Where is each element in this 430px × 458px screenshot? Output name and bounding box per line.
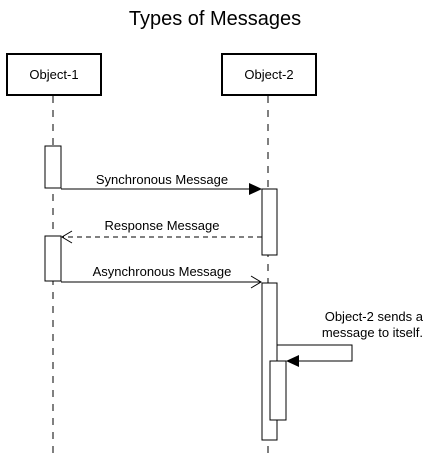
activation-bar-object-1 (44, 145, 62, 189)
activation-bar-object-2-nested (269, 360, 287, 421)
participant-label: Object-2 (244, 67, 293, 82)
participant-object-2[interactable]: Object-2 (221, 53, 317, 96)
self-message-label-line-1: Object-2 sends a (325, 309, 424, 324)
open-arrowhead-icon (250, 275, 262, 289)
response-message-label: Response Message (105, 218, 220, 233)
asynchronous-message-arrow (61, 275, 262, 289)
self-message-arrow (277, 344, 353, 367)
activation-bar-object-2 (261, 188, 278, 256)
participant-box (221, 53, 317, 96)
participant-box (6, 53, 102, 96)
open-arrowhead-icon (61, 230, 73, 244)
diagram-title: Types of Messages (129, 8, 301, 30)
filled-arrowhead-icon (286, 355, 299, 367)
participant-object-1[interactable]: Object-1 (6, 53, 102, 96)
response-message-arrow (61, 230, 262, 244)
synchronous-message-arrow (61, 183, 262, 195)
activation-bar-object-1 (44, 235, 62, 282)
participant-label: Object-1 (29, 67, 78, 82)
self-message-label-line-2: message to itself. (322, 325, 423, 340)
filled-arrowhead-icon (249, 183, 262, 195)
synchronous-message-label: Synchronous Message (96, 172, 228, 187)
asynchronous-message-label: Asynchronous Message (93, 264, 232, 279)
